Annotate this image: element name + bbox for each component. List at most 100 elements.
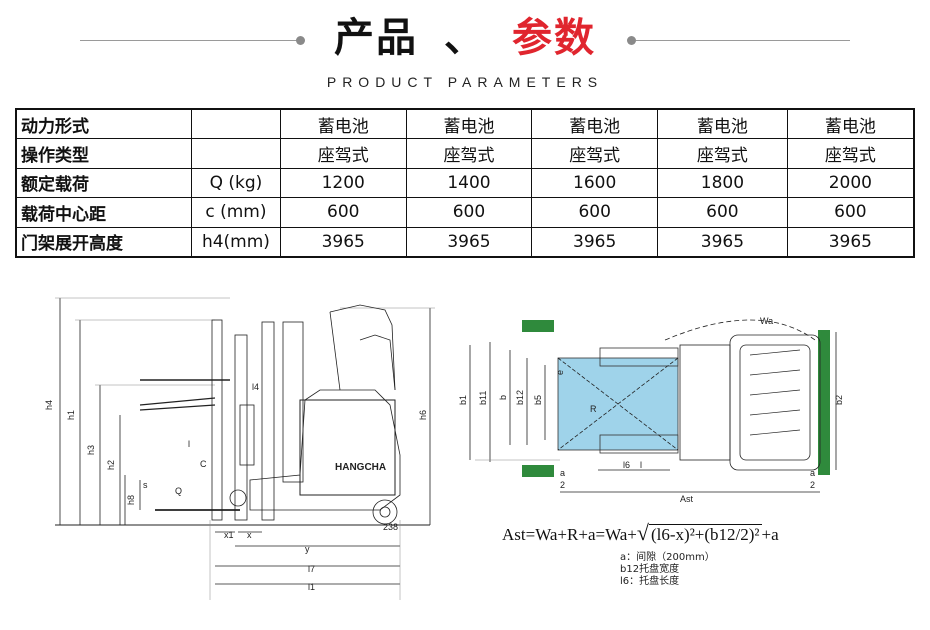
table-cell: 座驾式 — [531, 138, 659, 169]
dim-b12: b12 — [515, 390, 525, 405]
note-l6: l6：托盘长度 — [620, 576, 680, 587]
table-cell: 座驾式 — [657, 138, 788, 169]
side-view: h4 h1 h3 h2 h8 h6 l4 l C Q s x1 x y l7 l… — [44, 297, 435, 600]
table-cell: 3965 — [786, 226, 915, 258]
table-cell: 600 — [657, 197, 788, 228]
dim-l-top: l — [640, 460, 642, 470]
table-row: 操作类型座驾式座驾式座驾式座驾式座驾式 — [15, 138, 915, 169]
note-b12: b12托盘宽度 — [620, 564, 680, 575]
row-unit — [190, 138, 281, 169]
row-label: 载荷中心距 — [15, 197, 192, 228]
formula-sqrt-content: (l6-x)²+(b12/2)² — [648, 524, 762, 544]
page-subtitle: PRODUCT PARAMETERS — [326, 74, 604, 90]
aisle-wall — [818, 330, 830, 475]
dim-r: R — [590, 404, 597, 414]
dim-b5: b5 — [533, 395, 543, 405]
dim-wa: Wa — [760, 316, 773, 326]
row-label: 额定载荷 — [15, 167, 192, 199]
dim-l1: l1 — [308, 582, 315, 592]
dim-q: Q — [175, 486, 182, 496]
dim-h3: h3 — [86, 445, 96, 455]
formula-lhs: Ast=Wa+R+a=Wa+ — [502, 525, 637, 544]
row-label: 门架展开高度 — [15, 226, 192, 258]
table-cell: 座驾式 — [279, 138, 407, 169]
aisle-formula: Ast=Wa+R+a=Wa+√(l6-x)²+(b12/2)²+a — [502, 520, 779, 546]
table-cell: 3965 — [531, 226, 659, 258]
brand-label: HANGCHA — [335, 462, 386, 473]
table-cell: 1200 — [279, 167, 407, 199]
table-cell: 蓄电池 — [405, 108, 533, 140]
dim-l4: l4 — [252, 382, 259, 392]
table-cell: 座驾式 — [405, 138, 533, 169]
table-cell: 600 — [786, 197, 915, 228]
dim-ast: Ast — [680, 494, 694, 504]
header: 产品、参数 — [0, 0, 930, 70]
dim-2: 2 — [560, 480, 565, 490]
dim-a-right: a — [810, 468, 815, 478]
right-dot — [627, 36, 636, 45]
dim-238: 238 — [383, 522, 398, 532]
table-cell: 600 — [405, 197, 533, 228]
formula-tail: +a — [761, 525, 779, 544]
table-cell: 3965 — [405, 226, 533, 258]
dim-l6: l6 — [623, 460, 630, 470]
page-title: 产品、参数 — [0, 10, 930, 66]
dim-a: a — [560, 468, 565, 478]
dim-b11: b11 — [478, 391, 488, 405]
row-unit: Q (kg) — [190, 167, 281, 199]
note-a: a：间隙（200mm） — [620, 552, 715, 563]
table-cell: 1400 — [405, 167, 533, 199]
table-cell: 3965 — [279, 226, 407, 258]
table-row: 动力形式蓄电池蓄电池蓄电池蓄电池蓄电池 — [15, 108, 915, 140]
dim-e: e — [555, 370, 565, 375]
dim-h8: h8 — [126, 495, 136, 505]
dim-b1: b1 — [458, 395, 468, 405]
technical-drawings: h4 h1 h3 h2 h8 h6 l4 l C Q s x1 x y l7 l… — [44, 297, 844, 600]
table-cell: 1600 — [531, 167, 659, 199]
dim-h6: h6 — [418, 410, 428, 420]
table-cell: 3965 — [657, 226, 788, 258]
table-cell: 600 — [531, 197, 659, 228]
row-label: 动力形式 — [15, 108, 192, 140]
left-dot — [296, 36, 305, 45]
dim-2-right: 2 — [810, 480, 815, 490]
table-cell: 蓄电池 — [531, 108, 659, 140]
table-cell: 600 — [279, 197, 407, 228]
sqrt-icon: √ — [636, 520, 649, 545]
dim-b2: b2 — [834, 395, 844, 405]
dim-s: s — [143, 480, 148, 490]
title-part2: 参数 — [512, 15, 596, 61]
dim-h4: h4 — [44, 400, 54, 410]
table-cell: 2000 — [786, 167, 915, 199]
table-cell: 蓄电池 — [279, 108, 407, 140]
table-cell: 座驾式 — [786, 138, 915, 169]
dim-x: x — [247, 530, 252, 540]
title-separator: 、 — [444, 15, 486, 61]
table-cell: 蓄电池 — [786, 108, 915, 140]
spec-table: 动力形式蓄电池蓄电池蓄电池蓄电池蓄电池操作类型座驾式座驾式座驾式座驾式座驾式额定… — [15, 108, 915, 258]
dim-h1: h1 — [66, 410, 76, 420]
dim-x1: x1 — [224, 530, 234, 540]
right-rule — [636, 40, 850, 41]
top-view: b1 b11 b b12 b5 e R a 2 l6 l Ast Wa b2 a… — [458, 316, 844, 504]
row-unit: c (mm) — [190, 197, 281, 228]
dim-c: C — [200, 459, 207, 469]
dim-b: b — [498, 395, 508, 400]
dim-h2: h2 — [106, 460, 116, 470]
left-rule — [80, 40, 300, 41]
row-unit: h4(mm) — [190, 226, 281, 258]
aisle-marker-bottom — [522, 465, 554, 477]
row-unit — [190, 108, 281, 140]
formula-notes: a：间隙（200mm） b12托盘宽度 l6：托盘长度 — [620, 552, 715, 588]
title-part1: 产品 — [334, 15, 418, 61]
dim-l7: l7 — [308, 564, 315, 574]
dim-y: y — [305, 544, 310, 554]
row-label: 操作类型 — [15, 138, 192, 169]
table-cell: 1800 — [657, 167, 788, 199]
aisle-marker-top — [522, 320, 554, 332]
dim-l: l — [188, 439, 190, 449]
table-cell: 蓄电池 — [657, 108, 788, 140]
